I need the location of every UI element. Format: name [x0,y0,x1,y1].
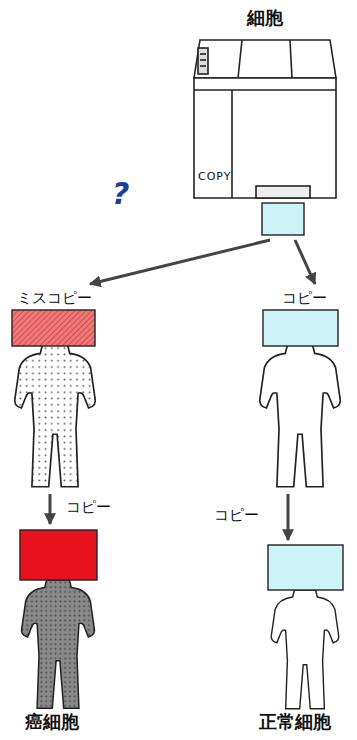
node-label: 正常細胞 [259,710,331,738]
figure-node: 正常細胞 [238,540,352,738]
node-label: 細胞 [247,4,283,30]
node-label: 癌細胞 [25,710,79,738]
question-mark: ? [112,176,129,211]
output-paper [262,203,304,235]
edge-label: コピー [64,498,113,517]
edge-label: コピー [212,506,261,525]
figure-node: 癌細胞 [2,524,102,738]
copy-arrow [49,494,52,524]
node-label: コピー [282,284,327,308]
machine-label: COPY [198,170,231,183]
figure-node: ミスコピー [4,284,104,494]
copy-arrow [287,494,290,540]
copy-figure [260,310,341,487]
copier-node: 細胞 COPY [190,4,340,240]
figure-node: コピー [258,284,350,494]
copy-arrow [295,240,315,284]
miscopy-figure [12,310,95,487]
node-label: ミスコピー [17,284,92,308]
copy-arrow [90,240,270,284]
cancer-figure [20,530,97,708]
normal-figure [268,545,343,709]
copier-machine [194,40,336,198]
